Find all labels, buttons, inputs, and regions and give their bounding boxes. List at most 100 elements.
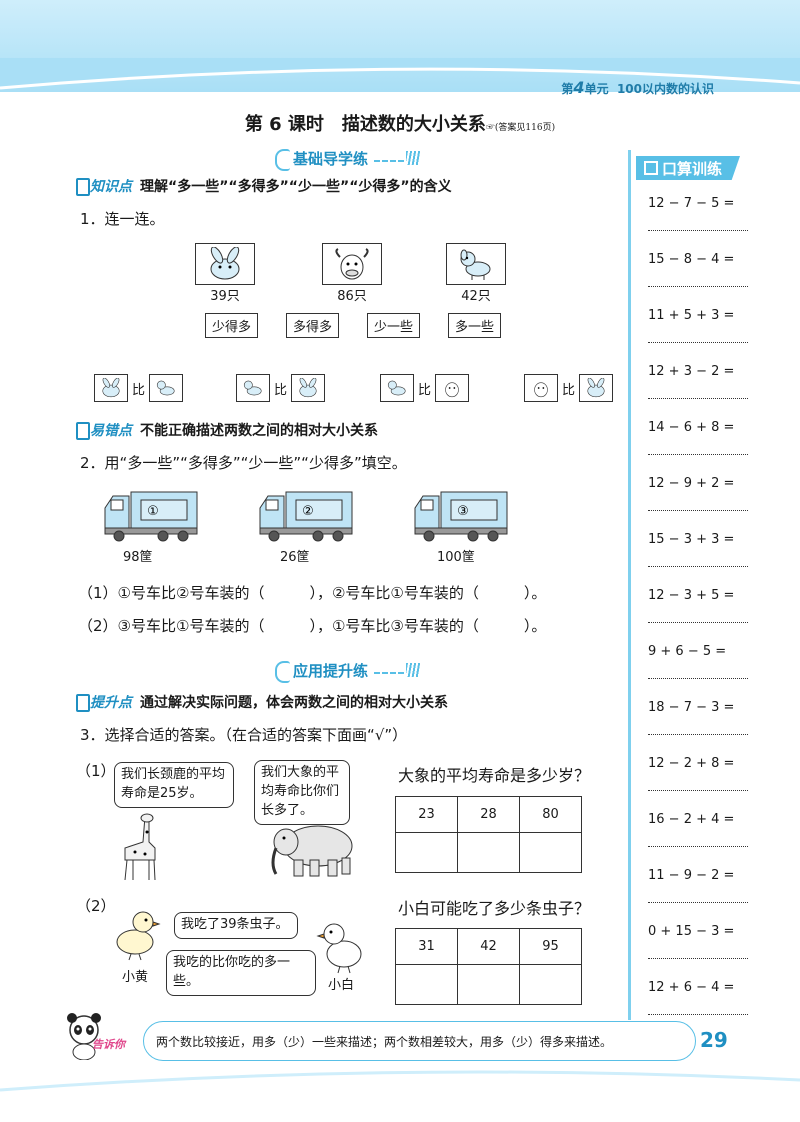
comparison-cow-rabbit: 比 [524, 374, 614, 402]
question-2-prompt: 2．用“多一些”“多得多”“少一些”“少得多”填空。 [80, 454, 407, 472]
option-box[interactable]: 多得多 [286, 313, 340, 338]
rabbit-icon [291, 374, 326, 402]
drill-item: 0 + 15 − 3 = [648, 924, 735, 939]
fill-blank-line-1[interactable]: （1）①号车比②号车装的（ ），②号车比①号车装的（ ）。 [78, 584, 547, 602]
drill-item: 12 − 7 − 5 = [648, 196, 735, 211]
rabbit-icon [579, 374, 614, 402]
tip-box: 两个数比较接近，用多（少）一些来描述；两个数相差较大，用多（少）得多来描述。 [143, 1021, 696, 1061]
drill-item: 11 + 5 + 3 = [648, 308, 735, 323]
answer-line[interactable] [648, 230, 748, 231]
tick-cell[interactable] [395, 964, 458, 1005]
answer-line[interactable] [648, 958, 748, 959]
rabbit-icon [195, 243, 255, 285]
part-1-question: 大象的平均寿命是多少岁？ [398, 766, 591, 785]
truck-count: 98筐 [123, 550, 153, 565]
animal-count: 42只 [461, 289, 491, 304]
truck-icon: ② [259, 491, 353, 542]
truck-count: 26筐 [280, 550, 310, 565]
answer-line[interactable] [648, 846, 748, 847]
section-banner-applied: 应用提升练 [275, 658, 421, 683]
drill-item: 9 + 6 − 5 = [648, 644, 727, 659]
cow-icon [524, 374, 558, 402]
animal-card-cow: 86只 [322, 243, 382, 304]
tick-cell[interactable] [519, 964, 582, 1005]
mental-math-sidebar [628, 150, 748, 1020]
tick-cell[interactable] [395, 832, 458, 873]
dog-icon [149, 374, 184, 402]
improvement-point: 提升点通过解决实际问题，体会两数之间的相对大小关系 [76, 692, 448, 712]
table-row: 23 28 80 [395, 796, 582, 833]
dog-icon [380, 374, 414, 402]
table-row: 31 42 95 [395, 928, 582, 965]
part-1-label: （1） [76, 762, 116, 780]
tip-label: 告诉你 [92, 1038, 125, 1051]
tip-text: 两个数比较接近，用多（少）一些来描述；两个数相差较大，用多（少）得多来描述。 [156, 1034, 613, 1049]
fill-blank-line-2[interactable]: （2）③号车比①号车装的（ ），①号车比③号车装的（ ）。 [78, 617, 547, 635]
answer-line[interactable] [648, 398, 748, 399]
giraffe-icon [124, 813, 156, 881]
compare-word: 比 [418, 382, 432, 398]
elephant-speech-bubble: 我们大象的平均寿命比你们长多了。 [254, 760, 350, 825]
answer-line[interactable] [648, 566, 748, 567]
tick-cell[interactable] [457, 832, 520, 873]
table-row [395, 964, 582, 1005]
truck-mark: ② [302, 504, 314, 519]
answer-line[interactable] [648, 790, 748, 791]
option-box[interactable]: 多一些 [448, 313, 502, 338]
animal-count: 39只 [210, 289, 240, 304]
truck-mark: ① [147, 504, 159, 519]
truck-1: ① 98筐 [103, 490, 199, 565]
rabbit-icon [94, 374, 128, 402]
comparison-dog-cow: 比 [380, 374, 470, 402]
option-box[interactable]: 少一些 [367, 313, 421, 338]
dog-icon [446, 243, 506, 285]
answer-line[interactable] [648, 622, 748, 623]
header-curve [0, 58, 800, 90]
drill-item: 14 − 6 + 8 = [648, 420, 735, 435]
part-2-question: 小白可能吃了多少条虫子？ [398, 899, 591, 918]
truck-icon: ① [104, 491, 198, 542]
panda-mascot-icon [67, 1013, 101, 1060]
answer-line[interactable] [648, 454, 748, 455]
drill-item: 16 − 2 + 4 = [648, 812, 735, 827]
bottom-curve [0, 1070, 800, 1092]
option-box[interactable]: 少得多 [205, 313, 259, 338]
giraffe-speech-bubble: 我们长颈鹿的平均寿命是25岁。 [114, 762, 234, 808]
answer-line[interactable] [648, 510, 748, 511]
truck-3: ③ 100筐 [413, 490, 509, 565]
dog-icon [236, 374, 270, 402]
answer-line[interactable] [648, 1014, 748, 1015]
answer-line[interactable] [648, 342, 748, 343]
drill-item: 12 − 2 + 8 = [648, 756, 735, 771]
part-2-answer-table: 31 42 95 [395, 928, 582, 1005]
comparison-rabbit-dog: 比 [94, 374, 184, 402]
cow-icon [435, 374, 470, 402]
drill-item: 12 − 9 + 2 = [648, 476, 735, 491]
animal-count: 86只 [337, 289, 367, 304]
answer-line[interactable] [648, 286, 748, 287]
yellow-chick-icon [116, 911, 161, 961]
drill-item: 12 + 6 − 4 = [648, 980, 735, 995]
choice-cell: 80 [519, 796, 582, 833]
tick-cell[interactable] [457, 964, 520, 1005]
page-number: 29 [700, 1028, 728, 1052]
white-chick-icon [316, 923, 362, 974]
sidebar-title: 口算训练 [636, 156, 740, 180]
part-1-answer-table: 23 28 80 [395, 796, 582, 873]
choice-cell: 23 [395, 796, 458, 833]
truck-icon: ③ [414, 491, 508, 542]
answer-line[interactable] [648, 734, 748, 735]
drill-item: 15 − 8 − 4 = [648, 252, 735, 267]
answer-line[interactable] [648, 902, 748, 903]
animal-card-rabbit: 39只 [195, 243, 255, 304]
yellow-chick-speech-bubble: 我吃了39条虫子。 [174, 912, 298, 939]
drill-item: 18 − 7 − 3 = [648, 700, 735, 715]
cow-icon [322, 243, 382, 285]
section-banner-basic: 基础导学练 [275, 146, 421, 171]
choice-cell: 42 [457, 928, 520, 965]
tick-cell[interactable] [519, 832, 582, 873]
choice-cell: 28 [457, 796, 520, 833]
answer-line[interactable] [648, 678, 748, 679]
choice-cell: 95 [519, 928, 582, 965]
box-icon [644, 161, 658, 175]
